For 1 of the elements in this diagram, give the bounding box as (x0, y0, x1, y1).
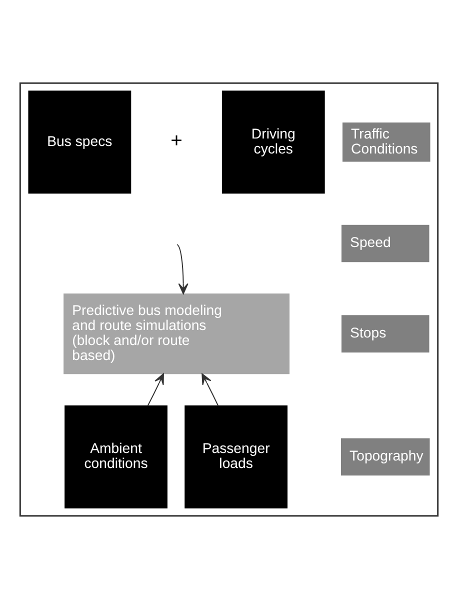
label: + (170, 130, 182, 152)
